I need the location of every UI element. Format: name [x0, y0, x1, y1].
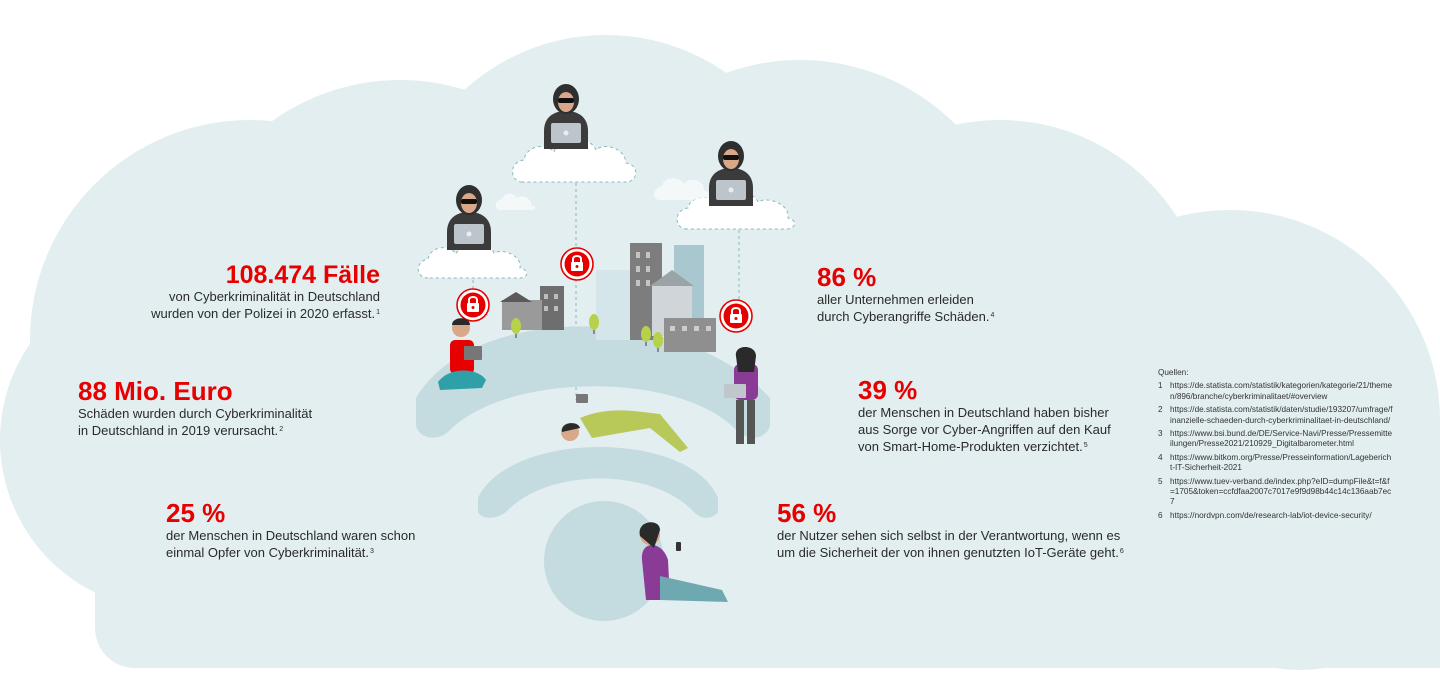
source-number: 6	[1158, 510, 1163, 520]
source-number: 3	[1158, 429, 1163, 439]
person-sitting-laptop-left	[438, 318, 486, 390]
stat-line: der Menschen in Deutschland haben bisher	[858, 405, 1109, 421]
dashed-cloud-top	[417, 138, 795, 279]
lock-icon	[560, 247, 594, 281]
source-link[interactable]: https://www.bitkom.org/Presse/Presseinfo…	[1170, 452, 1392, 473]
stat-victims: 25 % der Menschen in Deutschland waren s…	[166, 498, 426, 561]
source-number: 4	[1158, 452, 1163, 462]
source-item: 2 https://de.statista.com/statistik/daten…	[1158, 405, 1393, 426]
stat-iot: 56 % der Nutzer sehen sich selbst in der…	[777, 498, 1127, 561]
stat-cases: 108.474 Fälle von Cyberkriminalität in D…	[150, 262, 380, 322]
stat-number: 108.474 Fälle	[225, 261, 380, 289]
source-number: 2	[1158, 405, 1163, 415]
stat-line: Schäden wurden durch Cyberkriminalität	[78, 406, 313, 422]
source-item: 1 https://de.statista.com/statistik/kateg…	[1158, 381, 1393, 402]
source-item: 6 https://nordvpn.com/de/research-lab/iot…	[1158, 511, 1393, 521]
stat-line: wurden von der Polizei in 2020 erfasst.	[151, 306, 376, 322]
footnote-ref: 6	[1119, 548, 1124, 556]
sources-title: Quellen:	[1158, 368, 1189, 377]
stat-line: der Menschen in Deutschland waren schon	[166, 528, 416, 544]
stat-damage: 88 Mio. Euro Schäden wurden durch Cyberk…	[78, 376, 338, 439]
stat-number: 25 %	[166, 498, 226, 528]
footnote-ref: 2	[279, 426, 284, 434]
cloud-background	[0, 35, 1440, 670]
stat-line: einmal Opfer von Cyberkriminalität.	[166, 545, 370, 561]
footnote-ref: 4	[990, 312, 995, 320]
stat-number: 56 %	[777, 498, 837, 528]
stat-line: in Deutschland in 2019 verursacht.	[78, 423, 279, 439]
lock-icon	[456, 288, 490, 322]
source-link[interactable]: https://www.bsi.bund.de/DE/Service-Navi/…	[1170, 429, 1393, 449]
source-number: 1	[1158, 381, 1163, 391]
stat-number: 39 %	[858, 375, 918, 405]
wifi-symbol	[416, 326, 770, 621]
stat-line: der Nutzer sehen sich selbst in der Vera…	[777, 528, 1121, 544]
source-link[interactable]: https://www.tuev-verband.de/index.php?eI…	[1170, 476, 1392, 507]
source-link[interactable]: https://de.statista.com/statistik/katego…	[1170, 381, 1393, 401]
source-item: 5 https://www.tuev-verband.de/index.php?e…	[1158, 477, 1393, 508]
city-skyline	[500, 243, 716, 352]
stat-line: von Smart-Home-Produkten verzichtet.	[858, 439, 1083, 455]
footnote-ref: 1	[376, 309, 380, 317]
person-sitting-laptop-right	[724, 347, 758, 444]
source-link[interactable]: https://nordvpn.com/de/research-lab/iot-…	[1170, 510, 1372, 520]
source-number: 5	[1158, 476, 1163, 486]
stat-smart-home: 39 % der Menschen in Deutschland haben b…	[858, 375, 1118, 455]
person-sitting-phone	[639, 522, 728, 602]
stat-line: um die Sicherheit der von ihnen genutzte…	[777, 545, 1119, 561]
source-item: 4 https://www.bitkom.org/Presse/Presseinf…	[1158, 453, 1393, 474]
footnote-ref: 5	[1083, 442, 1088, 450]
person-lying-down	[561, 394, 688, 452]
faint-clouds	[495, 178, 710, 210]
source-link[interactable]: https://de.statista.com/statistik/daten/…	[1170, 405, 1393, 425]
stat-number: 86 %	[817, 262, 877, 292]
stat-line: von Cyberkriminalität in Deutschland	[169, 289, 380, 305]
lock-icon	[719, 299, 753, 333]
sources-list: Quellen: 1 https://de.statista.com/statis…	[1158, 368, 1393, 524]
source-item: 3 https://www.bsi.bund.de/DE/Service-Navi…	[1158, 429, 1393, 450]
footnote-ref: 3	[370, 548, 374, 556]
stat-companies: 86 % aller Unternehmen erleiden durch Cy…	[817, 262, 1037, 325]
stat-line: aus Sorge vor Cyber-Angriffen auf den Ka…	[858, 422, 1111, 438]
stat-line: durch Cyberangriffe Schäden.	[817, 309, 990, 325]
stat-number: 88 Mio. Euro	[78, 376, 233, 406]
stat-line: aller Unternehmen erleiden	[817, 292, 974, 308]
